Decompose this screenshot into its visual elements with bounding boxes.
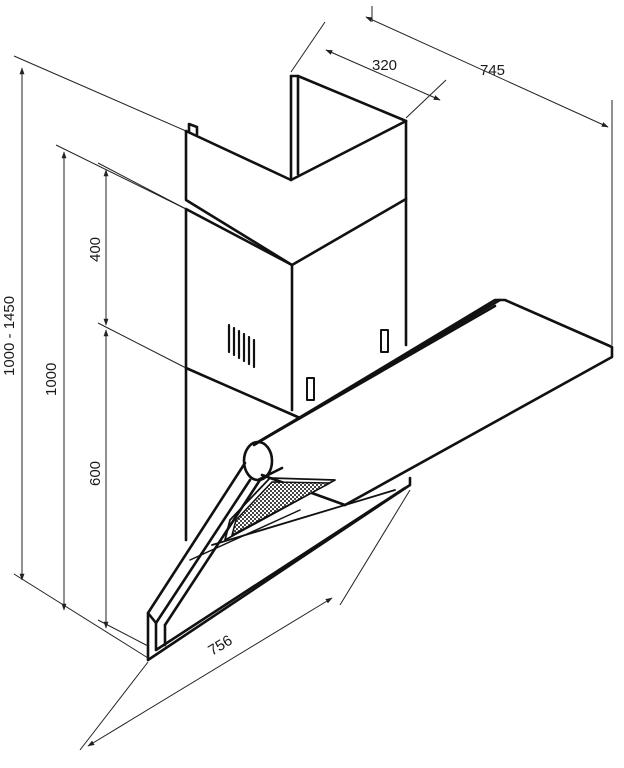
dimension-745-label: 745 (480, 62, 505, 79)
dimension-600: 600 (87, 329, 149, 647)
dimension-756-label: 756 (205, 632, 235, 659)
dimension-1000-1450-label: 1000 - 1450 (1, 296, 18, 376)
hood-body (146, 298, 614, 662)
dimension-320-label: 320 (372, 57, 397, 74)
dimension-400: 400 (87, 162, 187, 369)
grease-filter-mesh (230, 481, 331, 537)
upper-chimney (184, 74, 408, 412)
dimension-1000-label: 1000 (43, 363, 60, 396)
dimension-400-label: 400 (87, 237, 104, 262)
dimension-1000-1450: 1000 - 1450 (1, 55, 187, 659)
dimension-1000: 1000 (43, 144, 187, 611)
lower-chimney (184, 197, 408, 542)
vent-slots (227, 323, 256, 369)
dimension-745: 745 (365, 6, 613, 345)
dimension-600-label: 600 (87, 461, 104, 486)
dimension-320: 320 (290, 21, 447, 119)
